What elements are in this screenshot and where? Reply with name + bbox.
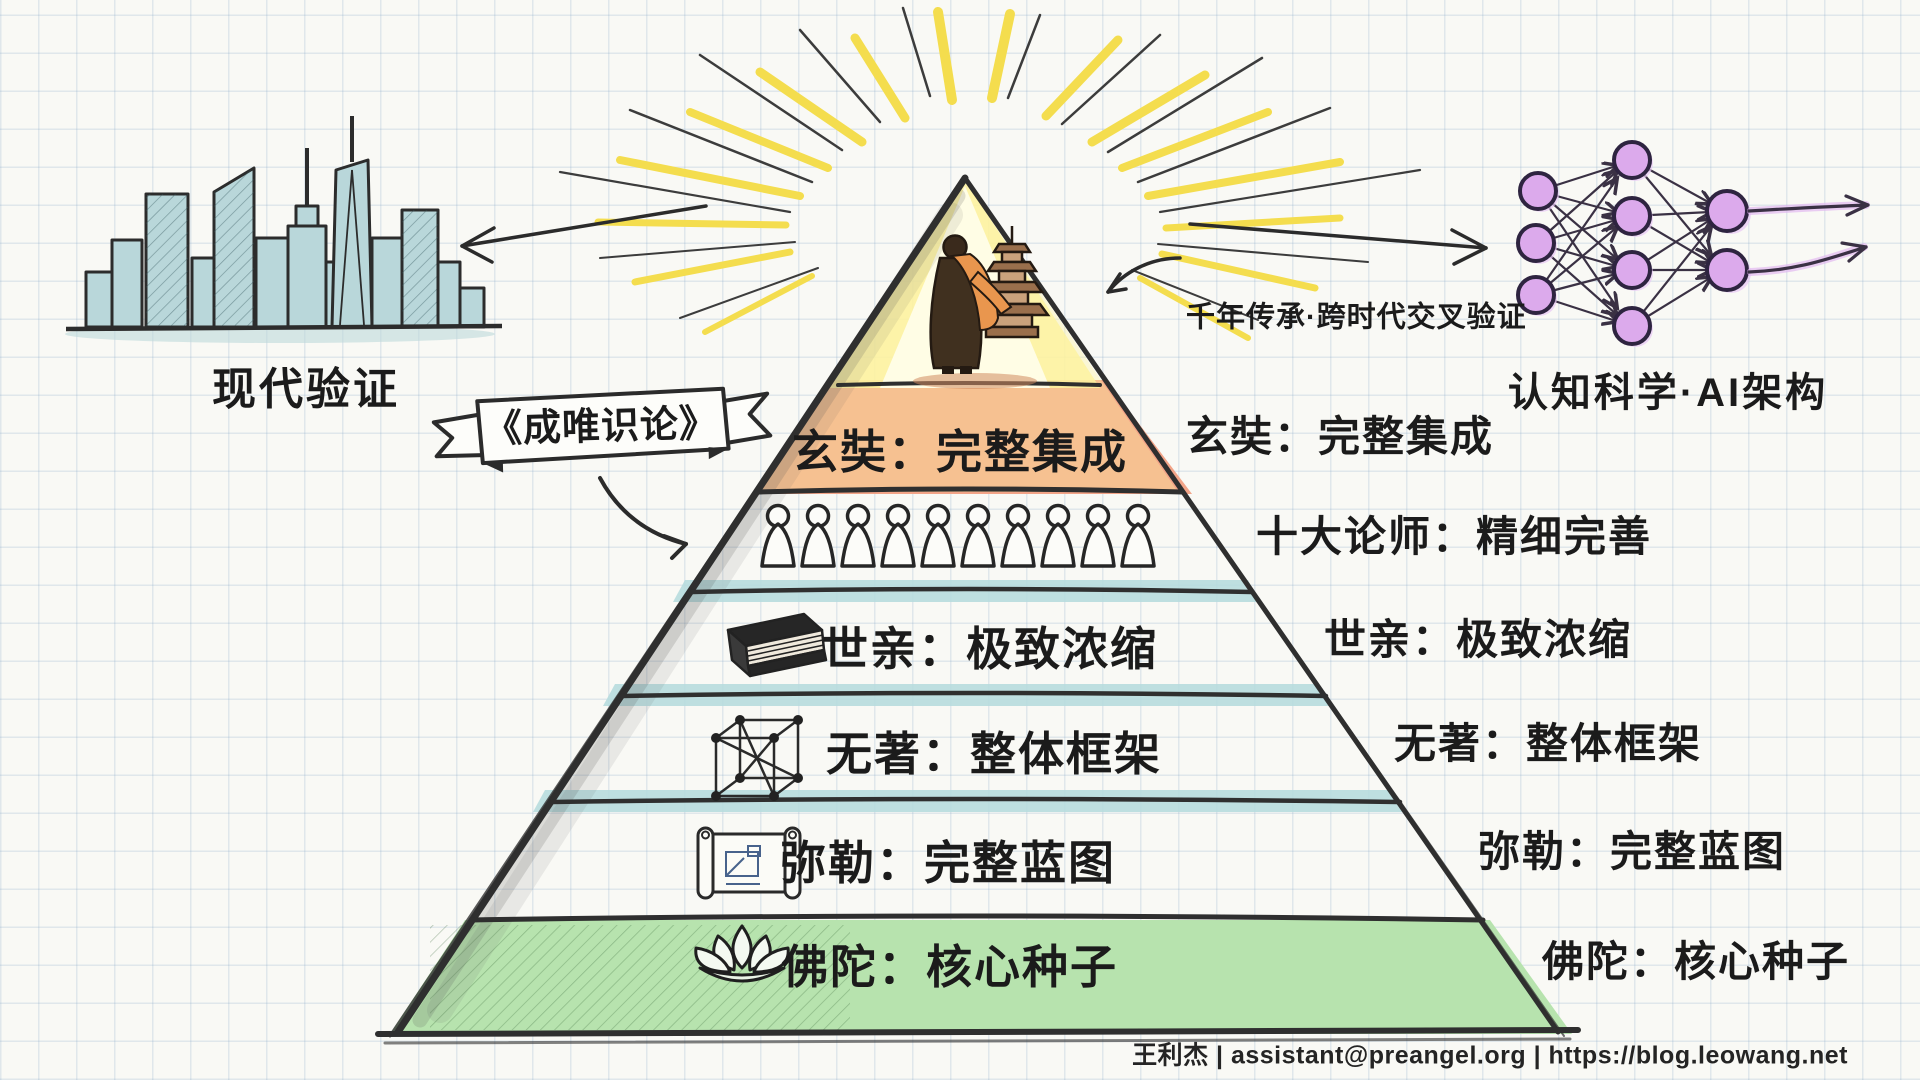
band-xuanzang: [752, 380, 1192, 494]
book-stack-icon: [726, 612, 828, 678]
right-label-asanga: 无著：整体框架: [1394, 720, 1703, 767]
empire-state-building: [286, 148, 328, 329]
band-buddha-hatch: [430, 925, 850, 1030]
sunburst: [558, 6, 1422, 341]
blueprint-scroll-icon: [696, 826, 802, 900]
right-label-buddha: 佛陀：核心种子: [1542, 938, 1851, 985]
level-xuanzang-label: 玄奘：完整集成: [792, 426, 1128, 478]
lotus-icon: [694, 924, 790, 983]
right-label-xuanzang: 玄奘：完整集成: [1186, 413, 1495, 460]
right-label-maitreya: 弥勒：完整蓝图: [1478, 828, 1787, 875]
pyramid-outline: [375, 174, 1581, 1045]
annotation-arrow: [1106, 256, 1182, 294]
level-maitreya-label: 弥勒：完整蓝图: [780, 837, 1116, 889]
level-asanga-label: 无著：整体框架: [826, 728, 1162, 780]
monk-with-pagoda-icon: [913, 226, 1051, 389]
banner-arrow: [598, 476, 688, 560]
right-label-vasubandhu: 世亲：极致浓缩: [1324, 616, 1633, 663]
banner-ribbon: [431, 386, 773, 473]
credit-footer: 王利杰 | assistant@preangel.org | https://b…: [1132, 1041, 1848, 1070]
arrow-to-city: [460, 204, 708, 264]
one-wtc-building: [330, 116, 374, 329]
level-buddha-label: 佛陀：核心种子: [782, 941, 1118, 993]
side-arrows: [460, 204, 1488, 294]
monk: [929, 234, 1013, 374]
network-output-arrows: [1747, 194, 1870, 276]
ten-figures-icon: [760, 503, 1156, 568]
ai-architecture-caption: 认知科学·AI架构: [1507, 371, 1829, 415]
modern-validation-caption: 现代验证: [212, 365, 400, 414]
pagoda: [973, 226, 1051, 339]
city-skyline: [65, 116, 503, 343]
neural-network: [1516, 140, 1870, 347]
network-connections: [1535, 159, 1710, 327]
banner-title: 《成唯识论》: [483, 402, 719, 452]
arrow-to-network: [1188, 222, 1488, 266]
annotation-text: 千年传承·跨时代交叉验证: [1186, 301, 1527, 334]
network-nodes: [1516, 140, 1751, 347]
level-vasubandhu-label: 世亲：极致浓缩: [822, 623, 1158, 675]
right-label-ten-masters: 十大论师：精细完善: [1256, 513, 1653, 560]
wireframe-cube-icon: [711, 715, 803, 801]
